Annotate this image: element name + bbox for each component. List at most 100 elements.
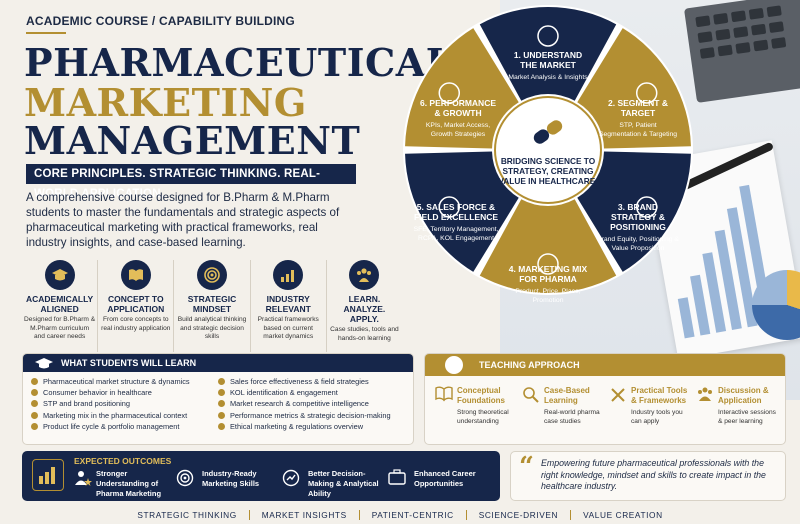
segment-title: 5. SALES FORCE & FIELD EXCELLENCE: [413, 202, 499, 222]
wheel-segment-5: 5. SALES FORCE & FIELD EXCELLENCE SFE, T…: [412, 202, 500, 243]
footer-item: SCIENCE-DRIVEN: [467, 510, 572, 520]
people-icon: [698, 387, 712, 401]
list-item: Pharmaceutical market structure & dynami…: [31, 376, 218, 387]
title-line-1: PHARMACEUTICAL: [24, 40, 453, 85]
teaching-desc: Interactive sessions & peer learning: [718, 409, 776, 425]
trophy-icon: [32, 459, 64, 491]
footer-item: STRATEGIC THINKING: [125, 510, 250, 520]
learn-panel: WHAT STUDENTS WILL LEARN Pharmaceutical …: [22, 353, 414, 445]
list-item: Market research & competitive intelligen…: [218, 398, 405, 409]
title-line-2: MARKETING: [24, 80, 307, 125]
list-item: Consumer behavior in healthcare: [31, 387, 218, 398]
feature-row: ACADEMICALLY ALIGNED Designed for B.Phar…: [22, 260, 402, 352]
intro-paragraph: A comprehensive course designed for B.Ph…: [26, 191, 340, 249]
eyebrow-rule: [26, 32, 66, 34]
feature-learn-analyze-apply: LEARN. ANALYZE. APPLY. Case studies, too…: [327, 260, 402, 352]
quote-mark-icon: “: [519, 452, 534, 482]
capsule-icon: [533, 120, 563, 144]
outcomes-panel: EXPECTED OUTCOMES Stronger Understanding…: [22, 451, 500, 501]
wheel-segment-6: 6. PERFORMANCE & GROWTH KPIs, Market Acc…: [418, 98, 498, 139]
teaching-title: Practical Tools & Frameworks: [631, 386, 688, 405]
wheel-segment-3: 3. BRAND STRATEGY & POSITIONING Brand Eq…: [594, 202, 682, 253]
teaching-title: Discussion & Application: [718, 386, 769, 405]
list-item: Performance metrics & strategic decision…: [218, 410, 405, 421]
outcome-item: Industry-Ready Marketing Skills: [176, 467, 282, 499]
list-item: KOL identification & engagement: [218, 387, 405, 398]
eyebrow-label: ACADEMIC COURSE / CAPABILITY BUILDING: [26, 14, 295, 28]
wheel-segment-shape: [479, 7, 617, 101]
person-star-icon: [75, 471, 92, 486]
graduation-cap-icon: [35, 358, 53, 369]
tools-icon: [611, 388, 625, 402]
list-item: Ethical marketing & regulations overview: [218, 421, 405, 432]
teaching-title: Case-Based Learning: [544, 386, 590, 405]
feature-desc: Case studies, tools and hands-on learnin…: [330, 326, 399, 342]
segment-desc: Brand Equity, Positioning & Value Propos…: [597, 236, 679, 252]
wheel-segment-shape: [577, 151, 691, 272]
outcome-text: Enhanced Career Opportunities: [414, 469, 476, 488]
people-icon: [349, 260, 380, 290]
segment-icon: [635, 82, 658, 104]
feature-title: CONCEPT TO APPLICATION: [107, 294, 165, 314]
segment-title: 1. UNDERSTAND THE MARKET: [513, 50, 583, 70]
outcome-item: Stronger Understanding of Pharma Marketi…: [74, 467, 176, 499]
teaching-panel: TEACHING APPROACH Conceptual Foundations…: [424, 353, 786, 445]
wheel-center-circle: [494, 96, 602, 204]
wheel-segment-shape: [479, 199, 617, 293]
segment-title: 2. SEGMENT & TARGET: [608, 98, 668, 118]
wheel-center-text: BRIDGING SCIENCE TO STRATEGY, CREATING V…: [498, 156, 598, 186]
feature-desc: Build analytical thinking and strategic …: [177, 316, 247, 340]
wheel-segment-shape: [405, 28, 519, 149]
capsule-half-gold: [546, 120, 563, 135]
feature-title: LEARN. ANALYZE. APPLY.: [343, 294, 386, 324]
title-line-3: MANAGEMENT: [24, 118, 361, 163]
outcome-text: Stronger Understanding of Pharma Marketi…: [96, 469, 162, 498]
feature-strategic-mindset: STRATEGIC MINDSET Build analytical think…: [174, 260, 251, 352]
outcome-item: Enhanced Career Opportunities: [388, 467, 494, 499]
tagline-banner: CORE PRINCIPLES. STRATEGIC THINKING. REA…: [26, 164, 356, 200]
quote-box: “ Empowering future pharmaceutical profe…: [510, 451, 786, 501]
feature-concept-to-application: CONCEPT TO APPLICATION From core concept…: [98, 260, 175, 352]
wheel-segment-1: 1. UNDERSTAND THE MARKET Market Analysis…: [508, 50, 588, 82]
capsule-half-navy: [533, 129, 550, 144]
segment-title: 3. BRAND STRATEGY & POSITIONING: [610, 202, 666, 232]
keyboard-decoration: [683, 0, 800, 103]
book-icon: [435, 386, 453, 402]
wheel-segment-4: 4. MARKETING MIX FOR PHARMA Product, Pri…: [502, 264, 594, 305]
teaching-desc: Real-world pharma case studies: [544, 409, 600, 425]
wheel-segment-2: 2. SEGMENT & TARGET STP, Patient Segment…: [598, 98, 678, 139]
list-item: Product life cycle & portfolio managemen…: [31, 421, 218, 432]
segment-desc: SFE, Territory Management, RCPA, KOL Eng…: [413, 226, 499, 242]
wheel-graphic: [403, 5, 693, 295]
teaching-item-case-based: Case-Based Learning Real-world pharma ca…: [518, 386, 605, 426]
magnifier-icon: [523, 387, 539, 403]
footer-item: PATIENT-CENTRIC: [360, 510, 467, 520]
list-item: STP and brand positioning: [31, 398, 218, 409]
segment-title: 6. PERFORMANCE & GROWTH: [419, 98, 497, 118]
segment-desc: KPIs, Market Access, Growth Strategies: [425, 122, 491, 138]
feature-title: INDUSTRY RELEVANT: [265, 294, 311, 314]
bar-chart-icon: [273, 260, 304, 290]
quote-text: Empowering future pharmaceutical profess…: [541, 458, 766, 491]
segment-icon: [438, 196, 461, 218]
segment-icon: [438, 82, 461, 104]
graduation-cap-icon: [44, 260, 75, 290]
target-icon: [197, 260, 227, 290]
wheel-segment-shape: [577, 28, 691, 149]
list-item: Marketing mix in the pharmaceutical cont…: [31, 410, 218, 421]
outcome-text: Industry-Ready Marketing Skills: [202, 469, 260, 488]
segment-title: 4. MARKETING MIX FOR PHARMA: [508, 264, 588, 284]
feature-academically-aligned: ACADEMICALLY ALIGNED Designed for B.Phar…: [22, 260, 99, 352]
segment-icon: [537, 25, 559, 47]
feature-title: ACADEMICALLY ALIGNED: [25, 294, 94, 314]
teaching-desc: Industry tools you can apply: [631, 409, 683, 425]
segment-icon: [537, 253, 559, 275]
teaching-heading: TEACHING APPROACH: [479, 360, 580, 370]
footer-item: MARKET INSIGHTS: [250, 510, 360, 520]
briefcase-icon: [388, 469, 406, 485]
teaching-header: TEACHING APPROACH: [425, 354, 785, 376]
decision-icon: [282, 469, 300, 487]
teaching-title: Conceptual Foundations: [457, 386, 505, 405]
learn-column-right: Sales force effectiveness & field strate…: [218, 376, 405, 432]
footer-item: VALUE CREATION: [583, 510, 663, 520]
